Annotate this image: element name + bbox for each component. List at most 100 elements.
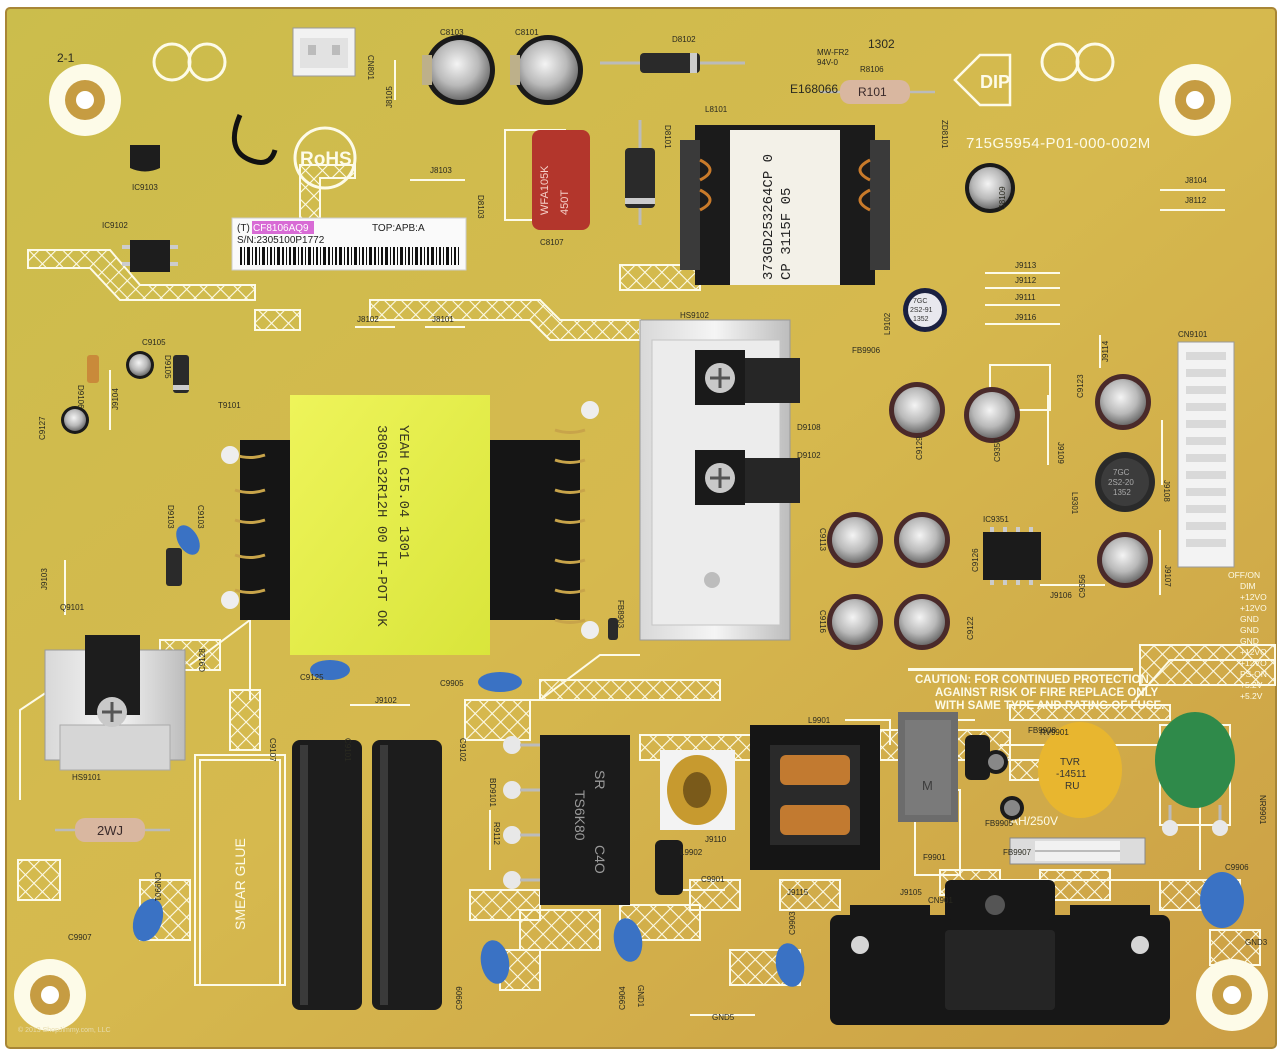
designator-label: J9111 <box>1015 293 1036 302</box>
film-cap-line1: WFA105K <box>539 165 551 215</box>
keepout-hatch-zones <box>17 164 1276 991</box>
diode-d8102 <box>600 53 745 73</box>
designator-label: FB9908 <box>1028 726 1057 735</box>
varistor-rv9901: TVR -14511 RU <box>1038 722 1122 818</box>
capacitor-c9113 <box>827 512 883 568</box>
connector-cn9101 <box>1177 341 1235 568</box>
designator-label: R9112 <box>492 822 501 846</box>
connector-cn801 <box>292 27 356 77</box>
connector-pin-label: +12VO <box>1240 658 1267 668</box>
designator-label: C9906 <box>1225 863 1249 872</box>
designator-label: C9123 <box>1076 374 1085 398</box>
designator-label: D9102 <box>797 451 821 460</box>
ntc-thermistor-nr9901 <box>1155 712 1235 836</box>
designator-label: C9107 <box>268 738 277 762</box>
designator-label: FB8903 <box>616 600 625 629</box>
connector-pin-label: GND <box>1240 625 1259 635</box>
output-capacitors <box>827 374 1153 650</box>
connector-pin-label: DIM <box>1240 581 1256 591</box>
capacitor-c9356 <box>1097 532 1153 588</box>
capacitor-c9126 <box>894 512 950 568</box>
designator-label: R8106 <box>860 65 884 74</box>
designator-label: C9128 <box>198 648 207 672</box>
designator-label: GND3 <box>1245 938 1268 947</box>
sticker-sn: S/N:2305100P1772 <box>237 235 325 246</box>
bridge-line3: C4O <box>592 845 608 874</box>
designator-label: C9125 <box>300 673 324 682</box>
designator-label: CN9101 <box>1178 330 1208 339</box>
designator-label: IC9102 <box>102 221 128 230</box>
inductor-l9301: 7GC 2S2-20 1352 <box>1095 452 1155 512</box>
diode-d9103 <box>166 548 182 586</box>
connector-pin-label: +12VO <box>1240 603 1267 613</box>
designator-label: RV9901 <box>1040 728 1069 737</box>
designator-label: C8109 <box>998 186 1007 210</box>
designator-label: C9901 <box>701 875 725 884</box>
heatsink-hs9101 <box>44 635 186 771</box>
capacitor-c8101 <box>510 35 583 105</box>
capacitor-c9350 <box>964 387 1020 443</box>
silkscreen-text: 2-1 1302 E168066 MW-FR2 94V-0 715G5954-P… <box>18 37 1151 1034</box>
small-capacitors-fb <box>655 735 1024 895</box>
designator-label: D9106 <box>76 385 85 409</box>
mosfet-d9108 <box>695 350 800 405</box>
mosfet-d9102 <box>695 450 800 505</box>
heatsink-hs9102 <box>639 319 800 641</box>
designator-label: J9107 <box>1163 565 1172 587</box>
designator-label: CN9901 <box>153 872 162 902</box>
designator-label: C9103 <box>196 505 205 529</box>
corner-code: 2-1 <box>57 51 75 65</box>
designator-label: L9301 <box>1070 492 1079 515</box>
designator-label: GND1 <box>636 985 645 1008</box>
capacitor-c8103 <box>422 35 495 105</box>
inductor-l9301-line3: 1352 <box>1113 488 1131 497</box>
dip-arrow: DIP <box>953 53 1012 107</box>
capacitor-c9123 <box>1095 374 1151 430</box>
transformer-t9101-line2: YEAH CI5.04 1301 <box>395 425 411 559</box>
designator-label: C9113 <box>818 528 827 552</box>
designator-label: L8101 <box>705 105 728 114</box>
inductor-l9102-line2: 2S2-91 <box>910 307 933 314</box>
copyright: © 2013 ShopJimmy.com, LLC <box>18 1026 111 1034</box>
designator-label: C8103 <box>440 28 464 37</box>
designator-label: C8107 <box>540 238 564 247</box>
bridge-line1: SR <box>592 770 608 789</box>
designator-label: GND5 <box>712 1013 735 1022</box>
designator-label: C9102 <box>458 738 467 762</box>
designator-label: C9126 <box>971 548 980 572</box>
film-cap-line2: 450T <box>559 190 571 215</box>
designator-label: C9116 <box>818 610 827 634</box>
connector-pin-label: GND <box>1240 614 1259 624</box>
serial-sticker: (T) CF8106AQ9 TOP:APB:A S/N:2305100P1772 <box>231 217 467 271</box>
resistor-r9112-marking: 2WJ <box>97 823 123 838</box>
designator-label: J9108 <box>1162 480 1171 502</box>
diode-d8101 <box>625 120 655 225</box>
mounting-holes <box>14 42 1268 1031</box>
designator-label: J8103 <box>430 166 452 175</box>
designator-label: J9102 <box>375 696 397 705</box>
inductor-l9102-line1: 7GC <box>913 298 927 305</box>
board-part-number: 715G5954-P01-000-002M <box>966 135 1151 152</box>
rohs-mark: RoHS <box>293 126 357 190</box>
connector-pin-labels: OFF/ONDIM+12VO+12VOGNDGNDGND+12VO+12VOPS… <box>1228 570 1267 701</box>
transformer-l8101-line1: 373GD253264CP 0 <box>761 154 777 280</box>
designator-label: T9101 <box>218 401 241 410</box>
marker-scribble <box>231 114 278 165</box>
designator-label: C9350 <box>993 438 1002 462</box>
designator-label: C9122 <box>966 616 975 640</box>
designator-label: C9101 <box>343 738 352 762</box>
diode-d9105 <box>173 355 189 393</box>
designator-label: D8101 <box>663 125 672 149</box>
bulk-capacitor-c9102 <box>372 740 442 1010</box>
caution-line-2: AGAINST RISK OF FIRE REPLACE ONLY <box>935 687 1159 699</box>
designator-label: FB9906 <box>852 346 881 355</box>
transformer-t9101: 380GL32R12H 00 HI-POT OK YEAH CI5.04 130… <box>221 395 599 655</box>
designator-label: HS9101 <box>72 773 101 782</box>
resistor-r9112: 2WJ <box>55 818 170 842</box>
designator-label: C9105 <box>142 338 166 347</box>
designator-label: NR9901 <box>1258 795 1267 825</box>
designator-label: J8102 <box>357 315 379 324</box>
designator-label: D9105 <box>163 355 172 379</box>
designator-label: J8101 <box>432 315 454 324</box>
